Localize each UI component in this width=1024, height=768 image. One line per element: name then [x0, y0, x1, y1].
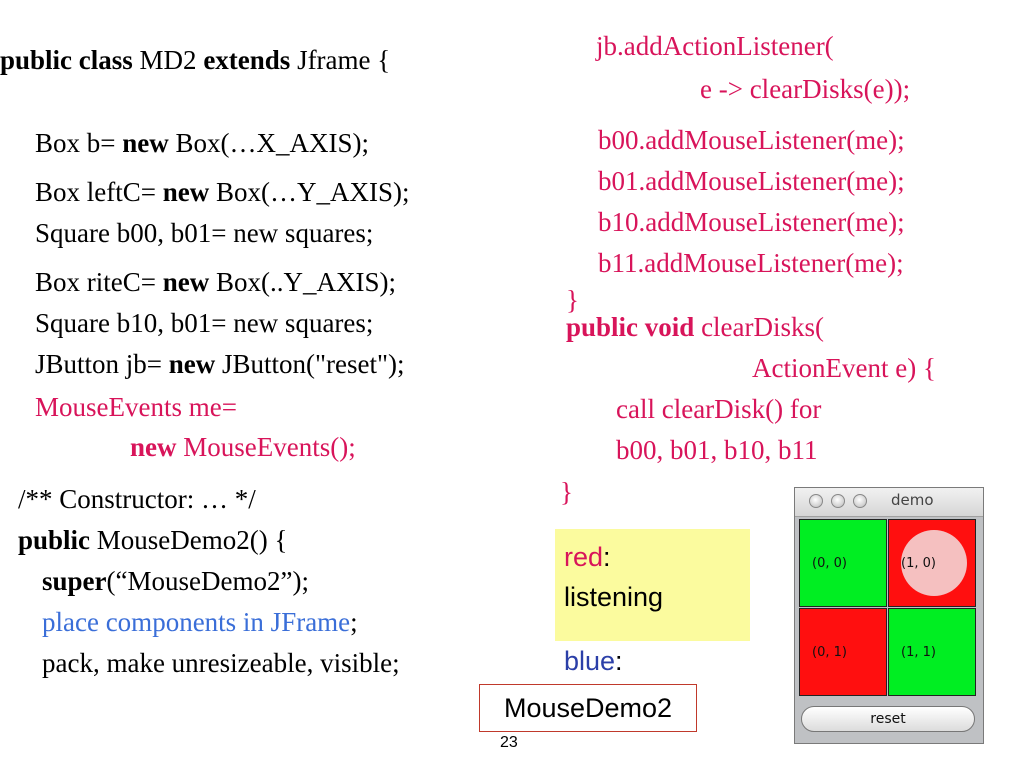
- place-components-line: place components in JFrame;: [42, 606, 358, 638]
- square-label: (0, 1): [812, 645, 847, 660]
- code-text: (“MouseDemo2”);: [106, 566, 309, 596]
- keyword-public: public: [18, 525, 91, 555]
- legend-colon: :: [603, 542, 611, 572]
- constructor-declaration: public MouseDemo2() {: [18, 524, 287, 556]
- keyword-new: new: [130, 432, 177, 462]
- square-1-1[interactable]: (1, 1): [888, 608, 976, 696]
- disk-icon: [901, 530, 967, 596]
- keyword-extends: extends: [203, 45, 291, 75]
- keyword-new: new: [168, 349, 216, 379]
- blue-text: place components in JFrame: [42, 607, 351, 637]
- jbutton-line: JButton jb= new JButton("reset");: [35, 348, 405, 380]
- superclass: Jframe {: [290, 45, 391, 75]
- legend-red-word: red: [564, 542, 604, 572]
- window-titlebar[interactable]: demo: [795, 488, 983, 517]
- listener-b11: b11.addMouseListener(me);: [598, 248, 904, 278]
- square-label: (0, 0): [812, 556, 847, 571]
- legend-red-meaning: listening: [564, 582, 664, 612]
- square-b00-line: Square b00, b01= new squares;: [35, 218, 374, 248]
- square-1-0[interactable]: (1, 0): [888, 519, 976, 607]
- code-text: Box b=: [35, 128, 123, 158]
- code-text: MouseEvents();: [176, 432, 356, 462]
- keyword-new: new: [162, 267, 210, 297]
- code-text: JButton jb=: [35, 349, 169, 379]
- square-b10-line: Square b10, b01= new squares;: [35, 308, 374, 338]
- mouse-events-line-2: new MouseEvents();: [130, 431, 356, 463]
- minimize-window-icon[interactable]: [831, 494, 845, 508]
- code-text: Box riteC=: [35, 267, 163, 297]
- close-window-icon[interactable]: [809, 494, 823, 508]
- legend-box: [555, 529, 750, 641]
- add-action-line-1: jb.addActionListener(: [596, 31, 834, 61]
- demo-window: demo (0, 0) (1, 0) (0, 1) (1, 1) reset: [794, 487, 984, 744]
- keyword-public-void: public void: [566, 312, 695, 342]
- legend-blue-meaning: MouseDemo2: [479, 684, 697, 732]
- keyword-new: new: [162, 177, 210, 207]
- square-0-1[interactable]: (0, 1): [799, 608, 887, 696]
- clear-disks-param: ActionEvent e) {: [752, 353, 936, 383]
- keyword-super: super: [42, 566, 107, 596]
- code-text: Box(…Y_AXIS);: [209, 177, 410, 207]
- legend-blue-label: blue:: [564, 644, 623, 678]
- square-label: (1, 0): [901, 556, 936, 571]
- zoom-window-icon[interactable]: [853, 494, 867, 508]
- legend-colon: :: [615, 646, 623, 676]
- super-call-line: super(“MouseDemo2”);: [42, 565, 309, 597]
- listener-b01: b01.addMouseListener(me);: [598, 166, 905, 196]
- code-text: clearDisks(: [694, 312, 825, 342]
- box-b-line: Box b= new Box(…X_AXIS);: [35, 127, 369, 159]
- mouse-events-line-1: MouseEvents me=: [35, 392, 237, 422]
- reset-button[interactable]: reset: [801, 706, 975, 732]
- code-text: JButton("reset");: [215, 349, 405, 379]
- code-text: Box(…X_AXIS);: [168, 128, 370, 158]
- window-title: demo: [891, 491, 934, 509]
- pack-line: pack, make unresizeable, visible;: [42, 648, 400, 678]
- listener-b00: b00.addMouseListener(me);: [598, 125, 905, 155]
- closing-brace: }: [566, 285, 579, 315]
- page-number: 23: [500, 734, 518, 751]
- legend-blue-word: blue: [564, 646, 616, 676]
- code-text: Box(..Y_AXIS);: [209, 267, 396, 297]
- code-text: MouseDemo2() {: [90, 525, 288, 555]
- keyword-new: new: [122, 128, 169, 158]
- call-line-1: call clearDisk() for: [616, 394, 822, 424]
- code-text: Box leftC=: [35, 177, 163, 207]
- class-declaration: public class MD2 extends Jframe {: [0, 44, 390, 76]
- class-name: MD2: [132, 45, 204, 75]
- legend-red-label: red:: [564, 540, 611, 574]
- square-label: (1, 1): [901, 645, 936, 660]
- box-ritec-line: Box riteC= new Box(..Y_AXIS);: [35, 266, 396, 298]
- keyword-public-class: public class: [0, 45, 133, 75]
- code-text: ;: [350, 607, 358, 637]
- closing-brace: }: [560, 477, 573, 507]
- constructor-comment: /** Constructor: … */: [18, 484, 256, 514]
- listener-b10: b10.addMouseListener(me);: [598, 207, 905, 237]
- add-action-line-2: e -> clearDisks(e));: [700, 74, 911, 104]
- box-leftc-line: Box leftC= new Box(…Y_AXIS);: [35, 176, 409, 208]
- call-line-2: b00, b01, b10, b11: [616, 435, 818, 465]
- clear-disks-declaration: public void clearDisks(: [566, 311, 824, 343]
- square-0-0[interactable]: (0, 0): [799, 519, 887, 607]
